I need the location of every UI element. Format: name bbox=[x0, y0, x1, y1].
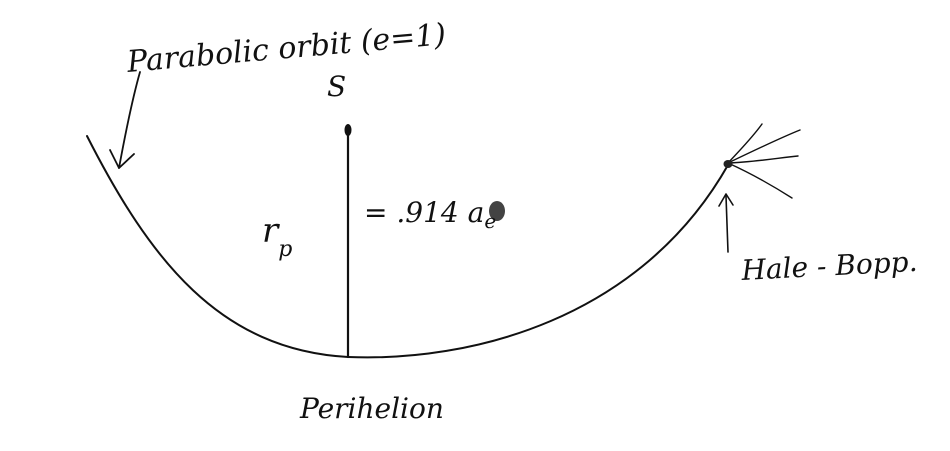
sun-marker bbox=[344, 124, 352, 136]
radius-subscript: p bbox=[278, 237, 292, 262]
comet-nucleus bbox=[723, 160, 733, 168]
radius-symbol: r bbox=[262, 211, 280, 251]
comet-pointer-line bbox=[725, 195, 729, 253]
radius-symbol-label: rp bbox=[262, 211, 292, 262]
radius-value: = .914 a bbox=[364, 196, 484, 229]
ink-smudge bbox=[489, 201, 505, 221]
sun-label: S bbox=[327, 70, 346, 103]
comet-tail-line-4 bbox=[727, 162, 793, 199]
comet-hale-bopp bbox=[723, 123, 801, 199]
orbit-title-label: Parabolic orbit (e=1) bbox=[125, 17, 448, 80]
comet-label: Hale - Bopp. bbox=[740, 245, 919, 287]
parabolic-orbit-curve bbox=[86, 135, 729, 359]
perihelion-label: Perihelion bbox=[299, 392, 444, 425]
comet-pointer-arrowhead bbox=[718, 193, 734, 207]
orbit-label-arrowhead bbox=[109, 149, 135, 169]
comet-tail-line-1 bbox=[727, 123, 763, 164]
comet-tail-line-2 bbox=[727, 129, 801, 164]
orbit-label-arrow bbox=[118, 71, 141, 169]
radius-value-subscript: e bbox=[484, 209, 496, 233]
comet-tail-line-3 bbox=[727, 155, 799, 164]
radius-value-label: = .914 ae bbox=[364, 196, 496, 233]
